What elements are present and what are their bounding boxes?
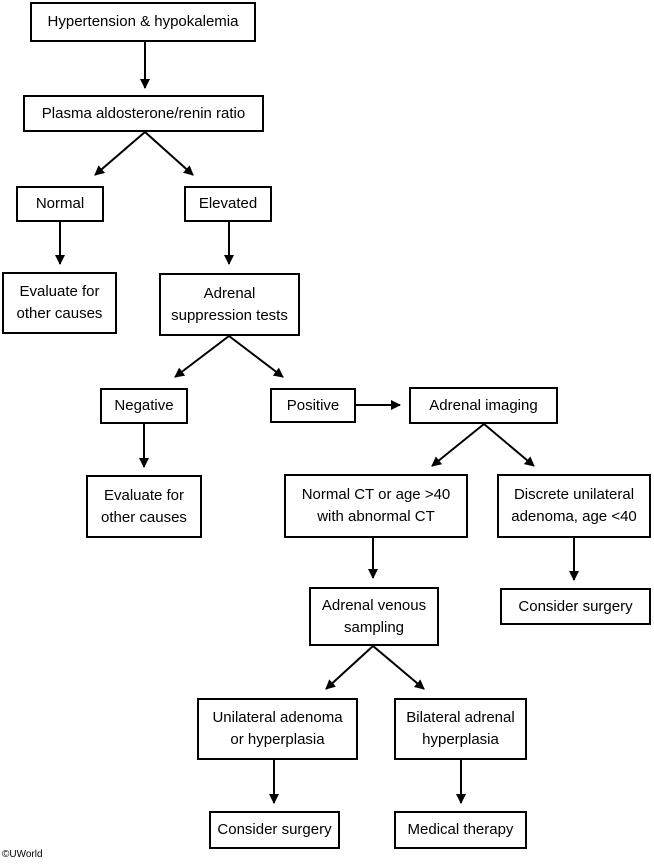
- node-suppression: Adrenal suppression tests: [159, 273, 300, 336]
- arrow-venous-bilateral: [372, 645, 425, 690]
- node-venous: Adrenal venous sampling: [309, 587, 439, 646]
- node-unilateral: Unilateral adenoma or hyperplasia: [197, 698, 358, 760]
- node-negative: Negative: [100, 388, 188, 424]
- node-evaluate-1: Evaluate for other causes: [2, 272, 117, 334]
- arrow-suppression-positive: [228, 335, 284, 378]
- node-surgery-1: Consider surgery: [500, 588, 651, 625]
- node-start: Hypertension & hypokalemia: [30, 2, 256, 42]
- arrow-ratio-normal: [94, 131, 146, 176]
- node-normal-ct: Normal CT or age >40 with abnormal CT: [284, 474, 468, 538]
- copyright-text: ©UWorld: [2, 849, 43, 860]
- node-bilateral: Bilateral adrenal hyperplasia: [394, 698, 527, 760]
- node-ratio: Plasma aldosterone/renin ratio: [23, 95, 264, 132]
- arrow-venous-unilateral: [325, 645, 374, 690]
- node-discrete: Discrete unilateral adenoma, age <40: [497, 474, 651, 538]
- node-surgery-2: Consider surgery: [209, 811, 340, 849]
- node-positive: Positive: [270, 388, 356, 423]
- arrow-imaging-normal-ct: [431, 423, 485, 467]
- node-medical: Medical therapy: [394, 811, 527, 849]
- arrow-suppression-negative: [174, 335, 230, 378]
- node-evaluate-2: Evaluate for other causes: [86, 475, 202, 538]
- arrow-imaging-discrete: [483, 423, 535, 467]
- arrow-ratio-elevated: [144, 131, 194, 176]
- node-elevated: Elevated: [184, 186, 272, 222]
- node-imaging: Adrenal imaging: [409, 387, 558, 424]
- node-normal: Normal: [16, 186, 104, 222]
